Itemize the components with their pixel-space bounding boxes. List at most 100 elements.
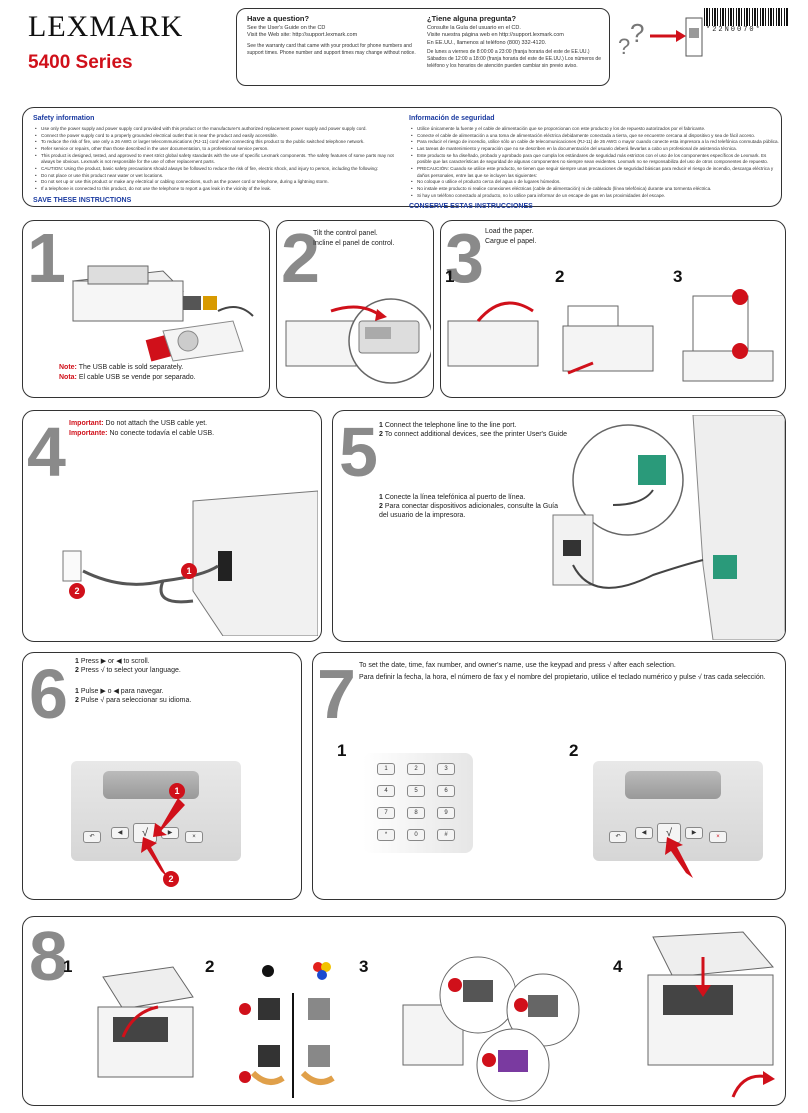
substep-label: 3 — [359, 957, 369, 976]
substep-label: 1 — [445, 267, 455, 286]
safety-es-item: No instale este producto ni realice cone… — [409, 186, 779, 193]
step-number: 4 — [27, 413, 66, 491]
callout-1: 1 — [181, 563, 197, 579]
step-2-panel: 2 Tilt the control panel. Incline el pan… — [276, 220, 434, 398]
safety-es-item: Si hay un teléfono conectado al producto… — [409, 193, 779, 200]
open-printer-illustration — [97, 966, 194, 1078]
paper-loading-illustration — [447, 289, 774, 382]
note-label: Note: — [59, 364, 77, 371]
keypad-key[interactable]: 4 — [377, 785, 395, 797]
help-es-item: Consulte la Guía del usuario en el CD. — [427, 25, 521, 31]
step-7-panel: 7 To set the date, time, fax number, and… — [312, 652, 786, 900]
telephone-line-illustration — [552, 415, 785, 640]
safety-en-item: Refer service or repairs, other than tho… — [33, 146, 403, 153]
help-en: Have a question? See the User's Guide on… — [247, 14, 417, 56]
step-5-list-en: 1 Connect the telephone line to the line… — [379, 421, 569, 439]
step-number: 5 — [339, 413, 378, 491]
series-title: 5400 Series — [28, 52, 133, 73]
help-en-title: Have a question? — [247, 14, 310, 23]
safety-es-item: Conecte el cable de alimentación a una t… — [409, 133, 779, 140]
keypad-key[interactable]: 3 — [437, 763, 455, 775]
keypad-key[interactable]: * — [377, 829, 395, 841]
conserve-instructions: CONSERVE ESTAS INSTRUCCIONES — [409, 203, 533, 211]
cancel-button[interactable]: × — [709, 831, 727, 843]
step-7-text-en: To set the date, time, fax number, and o… — [359, 662, 676, 669]
list-item: 2 Press √ to select your language. — [75, 667, 181, 675]
left-arrow-button[interactable]: ◀ — [635, 827, 653, 839]
left-arrow-button[interactable]: ◀ — [111, 827, 129, 839]
keypad-key[interactable]: 1 — [377, 763, 395, 775]
help-es-item: En EE.UU., llamenos al teléfono (800) 33… — [427, 39, 547, 46]
callout-2: 2 — [69, 583, 85, 599]
safety-es-item: Las tareas de mantenimiento y reparación… — [409, 146, 779, 153]
callout-1: 1 — [169, 783, 185, 799]
safety-es-item: PRECAUCIÓN: Cuando se utilice este produ… — [409, 166, 779, 179]
substep-label: 1 — [337, 741, 347, 760]
step-6-list-en: 1 Press ▶ or ◀ to scroll. 2 Press √ to s… — [75, 657, 181, 675]
help-box: Have a question? See the User's Guide on… — [236, 8, 610, 86]
safety-en-item: Do not set up or use this product or mak… — [33, 179, 403, 186]
list-item: 2 To connect additional devices, see the… — [379, 431, 568, 439]
right-arrow-button[interactable]: ▶ — [685, 827, 703, 839]
callout-2: 2 — [163, 871, 179, 887]
close-printer-illustration — [647, 931, 775, 1098]
step-2-text-en: Tilt the control panel. — [313, 230, 378, 237]
list-item: 2 Pulse √ para seleccionar su idioma. — [75, 697, 192, 705]
keypad-key[interactable]: 2 — [407, 763, 425, 775]
safety-es-item: No coloque o utilice el producto cerca d… — [409, 179, 779, 186]
substep-label: 2 — [569, 741, 579, 760]
svg-text:?: ? — [630, 18, 644, 48]
safety-en-item: If a telephone is connected to this prod… — [33, 186, 403, 193]
step-number: 3 — [445, 220, 484, 297]
safety-en-item: Use only the power supply and power supp… — [33, 126, 403, 133]
save-instructions: SAVE THESE INSTRUCTIONS — [33, 196, 132, 204]
step-number: 2 — [281, 220, 320, 297]
question-arrow-icon: ? ? — [618, 17, 703, 59]
back-button[interactable]: ↶ — [609, 831, 627, 843]
keypad-key[interactable]: 9 — [437, 807, 455, 819]
help-en-item: See the User's Guide on the CD — [247, 25, 326, 31]
list-item: 1 Pulse ▶ o ◀ para navegar. — [75, 688, 164, 695]
step-number: 1 — [27, 220, 66, 297]
pointer-arrow-icon — [665, 837, 693, 878]
substep-label: 1 — [63, 957, 73, 976]
keypad-key[interactable]: # — [437, 829, 455, 841]
list-item: 2 Para conectar dispositivos adicionales… — [379, 503, 559, 520]
step-number: 7 — [317, 655, 356, 733]
step-3-text-en: Load the paper. — [485, 228, 534, 235]
step-5-panel: 5 1 Connect the telephone line to the li… — [332, 410, 786, 642]
svg-text:?: ? — [618, 34, 630, 59]
barcode-text: *22N0070* — [706, 26, 762, 34]
cancel-button[interactable]: × — [185, 831, 203, 843]
step-6-panel: 6 1 Press ▶ or ◀ to scroll. 2 Press √ to… — [22, 652, 302, 900]
safety-es-item: Utilice únicamente la fuente y el cable … — [409, 126, 779, 133]
ink-cartridges-illustration — [239, 962, 335, 1098]
pointer-arrows-icon — [141, 798, 185, 878]
safety-en-item: Connect the power supply cord to a prope… — [33, 133, 403, 140]
safety-es: Información de seguridad Utilice únicame… — [409, 115, 779, 210]
substep-label: 2 — [205, 957, 215, 976]
step-1-note-en: Note: The USB cable is sold separately. — [59, 364, 184, 371]
step-1-panel: 1 Note: The USB cable is sold separately… — [22, 220, 270, 398]
safety-en: Safety information Use only the power su… — [33, 115, 403, 204]
note-label: Nota: — [59, 374, 77, 381]
list-item: 1 Press ▶ or ◀ to scroll. — [75, 658, 150, 665]
keypad-key[interactable]: 5 — [407, 785, 425, 797]
step-4-panel: 4 Important: Do not attach the USB cable… — [22, 410, 322, 642]
safety-en-title: Safety information — [33, 115, 95, 122]
substep-label: 2 — [555, 267, 565, 286]
help-es-note: De lunes a viernes de 8:00:00 a 23:00 (f… — [427, 49, 601, 69]
keypad-key[interactable]: 8 — [407, 807, 425, 819]
substep-label: 3 — [673, 267, 683, 286]
keypad-key[interactable]: 0 — [407, 829, 425, 841]
cartridge-install-illustration — [402, 956, 580, 1102]
lcd-display — [625, 771, 721, 799]
step-3-panel: 3 Load the paper. Cargue el papel. 1 2 3 — [440, 220, 786, 398]
safety-en-item: This product is designed, tested, and ap… — [33, 153, 403, 166]
back-button[interactable]: ↶ — [83, 831, 101, 843]
safety-es-title: Información de seguridad — [409, 115, 495, 122]
keypad-key[interactable]: 7 — [377, 807, 395, 819]
keypad-key[interactable]: 6 — [437, 785, 455, 797]
help-en-item: Visit the Web site: http://support.lexma… — [247, 32, 358, 39]
